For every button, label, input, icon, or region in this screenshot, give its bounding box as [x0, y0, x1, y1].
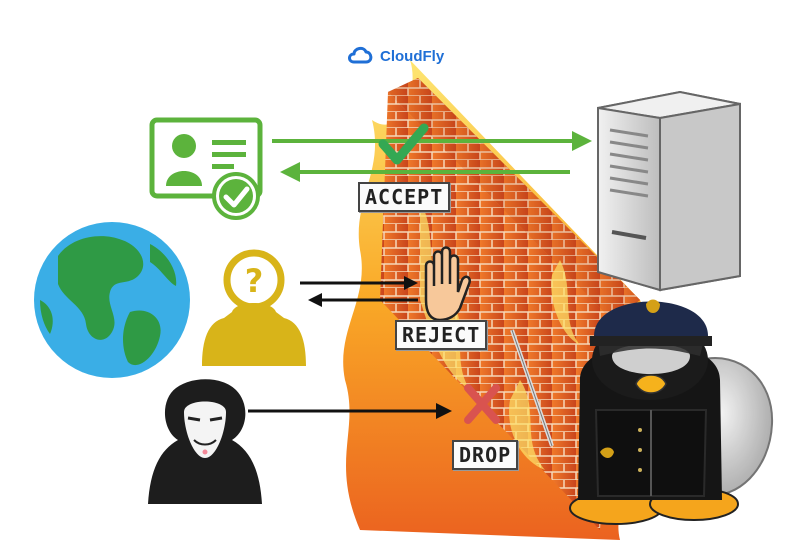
x-mark-icon	[464, 384, 500, 424]
svg-text:?: ?	[245, 262, 264, 300]
hand-stop-icon	[424, 246, 471, 322]
server-tower-icon	[597, 90, 741, 292]
cloud-icon	[346, 44, 374, 68]
verified-id-card-icon	[149, 117, 263, 220]
globe-icon	[34, 222, 190, 378]
brand-name: CloudFly	[380, 47, 445, 65]
unknown-user-icon: ?	[202, 249, 306, 366]
firewall-icon	[343, 60, 646, 540]
hacker-mask-icon	[148, 379, 262, 504]
accept-label: ACCEPT	[358, 182, 451, 212]
brand-logo: CloudFly	[346, 44, 444, 68]
drop-label: DROP	[452, 440, 519, 470]
reject-label: REJECT	[395, 320, 488, 350]
checkmark-icon	[378, 123, 429, 165]
penguin-guard-icon	[510, 299, 774, 525]
accept-arrows	[272, 131, 592, 182]
reject-arrows	[300, 276, 418, 307]
drop-arrow	[248, 403, 452, 419]
